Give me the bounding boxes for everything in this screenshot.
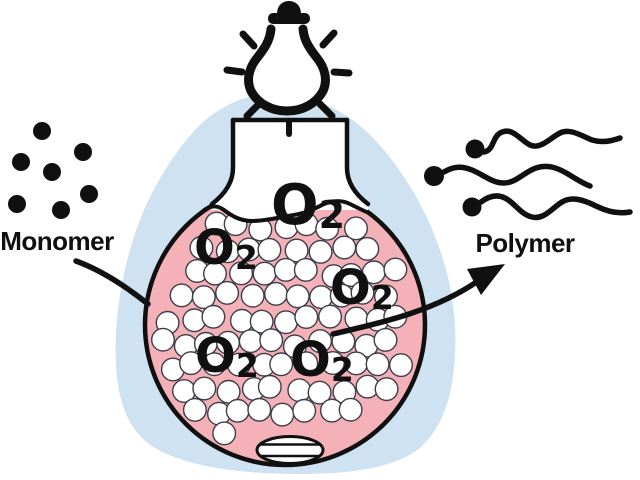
bubble	[150, 327, 175, 352]
bubble	[294, 305, 319, 330]
monomer-dot	[12, 153, 30, 171]
o2-subscript: 2	[330, 349, 354, 389]
o2-subscript: 2	[234, 237, 258, 277]
bubble	[332, 235, 357, 260]
polymer-chains-group	[424, 128, 633, 221]
o2-subscript: 2	[318, 193, 346, 238]
flask-neck	[212, 120, 368, 210]
bubble	[383, 257, 408, 282]
light-bulb-icon	[223, 1, 353, 120]
monomer-dot	[80, 185, 98, 203]
o2-symbol: O	[271, 173, 319, 238]
bubble	[225, 398, 250, 423]
o2-symbol: O	[330, 260, 371, 316]
bubble	[192, 376, 217, 401]
bubble	[373, 327, 398, 352]
neck-outline-left	[209, 117, 236, 207]
bubble	[284, 238, 309, 263]
bubble	[308, 329, 333, 354]
neck-outline-right	[344, 117, 371, 207]
bubble	[273, 257, 298, 282]
monomer-dot	[74, 143, 92, 161]
bubbles-group	[150, 211, 414, 446]
bubble	[257, 374, 282, 399]
monomer-dot	[8, 195, 26, 213]
polymer-arrow	[330, 264, 505, 337]
bubble	[189, 235, 214, 260]
meniscus-line	[199, 199, 371, 224]
bubble	[229, 261, 254, 286]
o2-symbol: O	[195, 328, 236, 384]
bubble	[374, 284, 399, 309]
monomer-dot	[52, 201, 70, 219]
stir-bar	[255, 435, 325, 465]
polymer-label: Polymer	[475, 228, 575, 258]
bubble	[269, 352, 294, 377]
o2-label-mid-right: O 2	[330, 260, 394, 316]
bubble	[282, 334, 307, 359]
bubble	[344, 216, 369, 241]
monomer-label: Monomer	[0, 226, 114, 256]
bubble	[201, 304, 226, 329]
bubble	[308, 239, 333, 264]
polymer-chain	[424, 163, 593, 189]
bubble	[257, 237, 282, 262]
polymer-chain	[465, 128, 623, 159]
monomer-dots-group	[8, 122, 98, 219]
o2-label-lower-mid: O 2	[290, 332, 354, 388]
bubble	[293, 257, 318, 282]
bubble	[389, 353, 414, 378]
bubble	[259, 328, 284, 353]
o2-subscript: 2	[235, 345, 259, 385]
bubble	[350, 280, 375, 305]
bubble	[374, 377, 399, 402]
bubble	[355, 236, 380, 261]
bubble	[294, 351, 319, 376]
bubble	[226, 352, 251, 377]
bubble	[320, 351, 345, 376]
polymer-chain	[462, 193, 633, 221]
bubble	[318, 304, 343, 329]
bubble	[264, 281, 289, 306]
o2-label-lower-left: O 2	[195, 328, 259, 384]
bubble	[315, 216, 340, 241]
bubble	[202, 352, 227, 377]
o2-symbol: O	[194, 220, 235, 276]
bubble	[292, 398, 317, 423]
bubble	[285, 284, 310, 309]
bubble	[240, 283, 265, 308]
bubble	[182, 397, 207, 422]
monomer-dot	[33, 122, 51, 140]
bubble	[169, 283, 194, 308]
bubble	[212, 421, 237, 446]
bubble	[270, 402, 295, 427]
bubble	[178, 351, 203, 376]
bubble	[273, 310, 298, 335]
bubble	[215, 280, 240, 305]
o2-label-neck: O 2	[271, 173, 346, 238]
o2-subscript: 2	[370, 277, 394, 317]
monomer-dot	[43, 163, 61, 181]
bubble	[202, 261, 227, 286]
o2-symbol: O	[290, 332, 331, 388]
bubble	[307, 380, 332, 405]
monomer-arrow	[73, 258, 151, 307]
o2-label-upper-left: O 2	[194, 220, 258, 276]
light-rays	[223, 29, 353, 120]
bubble	[247, 397, 272, 422]
bubble	[365, 352, 390, 377]
bubble	[191, 285, 216, 310]
bubble	[338, 397, 363, 422]
